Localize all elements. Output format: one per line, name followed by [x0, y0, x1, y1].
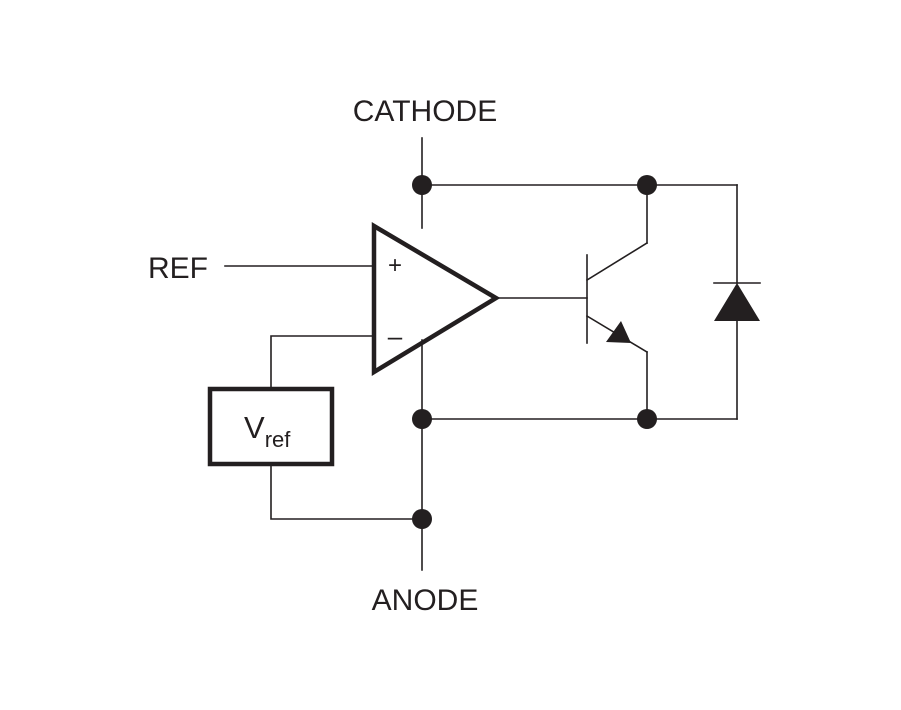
vref-label: Vref — [244, 410, 291, 452]
inverting-input-wire — [270, 335, 375, 389]
ref-label: REF — [148, 252, 208, 285]
emitter-arrow-icon — [606, 321, 631, 343]
junction-dot — [412, 509, 432, 529]
op-amp-plus-sign: + — [388, 252, 402, 279]
op-amp-symbol — [371, 222, 501, 376]
junction-dot — [412, 409, 432, 429]
junction-dot — [637, 409, 657, 429]
diode-icon — [714, 283, 760, 321]
anode-label: ANODE — [372, 584, 479, 617]
cathode-label: CATHODE — [353, 95, 497, 128]
transistor-collector — [585, 241, 649, 282]
junction-dot — [637, 175, 657, 195]
junction-dot — [412, 175, 432, 195]
vref-source-box — [207, 386, 335, 467]
vref-return-wire — [270, 464, 423, 520]
op-amp-minus-sign: – — [388, 321, 403, 351]
